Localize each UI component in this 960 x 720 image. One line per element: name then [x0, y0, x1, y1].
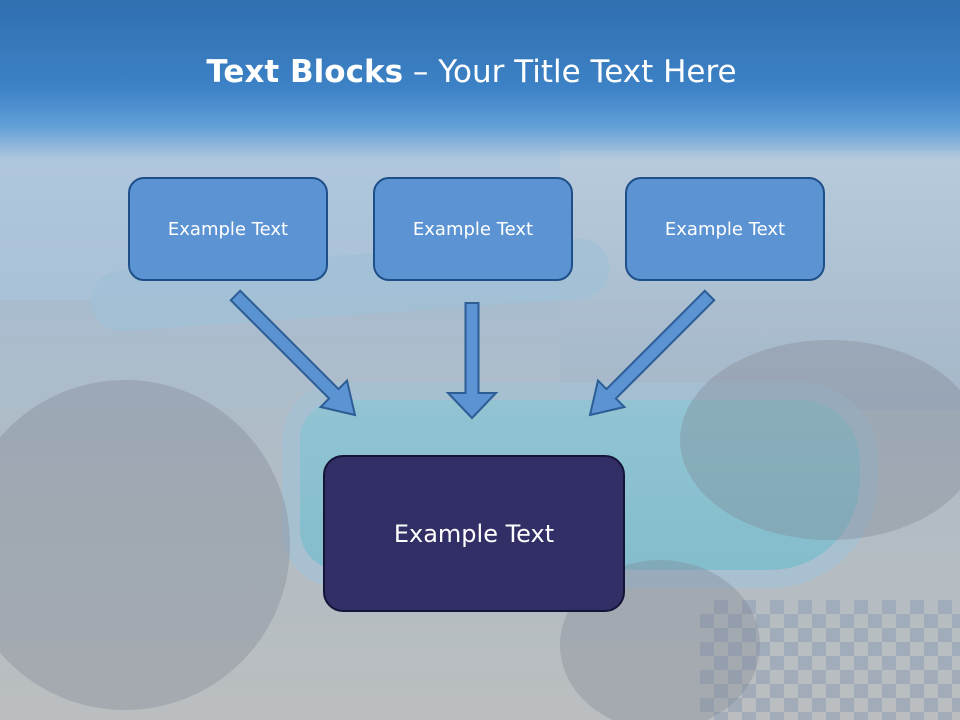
title-rest-part: – Your Title Text Here	[403, 54, 737, 90]
main-text-block-label: Example Text	[393, 519, 555, 548]
text-block-1-label: Example Text	[167, 218, 289, 240]
text-block-3[interactable]: Example Text	[625, 177, 825, 281]
header-band	[0, 0, 960, 160]
down-arrow-icon[interactable]	[445, 302, 499, 420]
text-block-2-label: Example Text	[412, 218, 534, 240]
text-block-2[interactable]: Example Text	[373, 177, 573, 281]
slide-title[interactable]: Text Blocks – Your Title Text Here	[0, 54, 943, 90]
crowd-left	[0, 380, 290, 710]
down-left-arrow-icon[interactable]	[588, 289, 716, 417]
checkered-floor	[700, 600, 960, 720]
main-text-block[interactable]: Example Text	[323, 455, 625, 612]
down-right-arrow-icon[interactable]	[229, 289, 357, 417]
text-block-1[interactable]: Example Text	[128, 177, 328, 281]
text-block-3-label: Example Text	[664, 218, 786, 240]
crowd-right	[680, 340, 960, 540]
title-bold-part: Text Blocks	[206, 54, 404, 90]
